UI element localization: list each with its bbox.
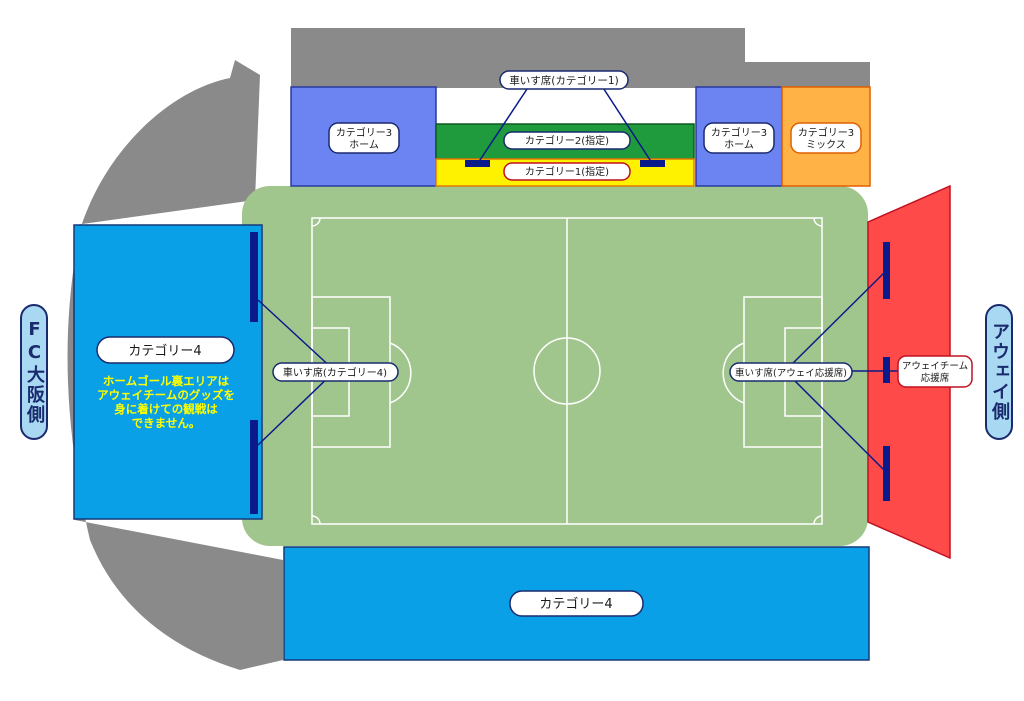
- main-stand-roof: [291, 28, 870, 88]
- cat3-mix-line1: カテゴリー3: [798, 126, 854, 139]
- away-goods-notice: ホームゴール裏エリアは アウェイチームのグッズを 身に着けての観戦は できません…: [97, 374, 235, 430]
- cat2-label: カテゴリー2(指定): [525, 134, 609, 147]
- label-pill: [272, 362, 399, 382]
- label-pill: [897, 355, 973, 388]
- wheelchair-mark: [883, 357, 890, 383]
- label-pill: [328, 122, 400, 154]
- cat3-home-left-line1: カテゴリー3: [336, 126, 392, 139]
- notice-line-4: できません。: [132, 416, 201, 430]
- wheelchair-mark: [465, 160, 490, 167]
- wheelchair-away-label: 車いす席(アウェイ応援席): [735, 367, 847, 379]
- cat3-mix-line2: ミックス: [806, 139, 846, 151]
- notice-line-1: ホームゴール裏エリアは: [103, 374, 230, 388]
- label-pill: [503, 162, 631, 181]
- notice-line-2: アウェイチームのグッズを: [97, 388, 235, 402]
- label-pill: [703, 122, 775, 154]
- label-pill: [509, 590, 644, 617]
- cat3-home-left-line2: ホーム: [349, 139, 379, 151]
- away-support-line1: アウェイチーム: [902, 361, 968, 372]
- cat1-label: カテゴリー1(指定): [525, 165, 609, 178]
- cat3-home-right-line1: カテゴリー3: [711, 126, 767, 139]
- leader-lines: [257, 79, 898, 474]
- side-tag-away-text: アウェイ側: [989, 322, 1010, 422]
- section-cat4-left[interactable]: [73, 224, 263, 520]
- cat4-left-label: カテゴリー4: [128, 343, 201, 359]
- label-pill: [96, 336, 235, 364]
- wheelchair-mark: [640, 160, 665, 167]
- wheelchair-mark: [250, 232, 258, 322]
- label-pill: [503, 131, 631, 150]
- away-support-line2: 応援席: [921, 372, 950, 384]
- label-pill: [790, 122, 862, 154]
- label-pill: [729, 362, 853, 382]
- pitch: [242, 186, 868, 546]
- cat4-bottom-label: カテゴリー4: [539, 596, 612, 612]
- wheelchair-cat1-label: 車いす席(カテゴリー1): [509, 74, 618, 87]
- label-pill: [499, 70, 629, 90]
- cat3-home-right-line2: ホーム: [724, 139, 754, 151]
- side-tag-fc-osaka-text: FC大阪側: [24, 319, 45, 425]
- wheelchair-mark: [250, 420, 258, 514]
- notice-line-3: 身に着けての観戦は: [114, 402, 218, 416]
- side-tag-away: アウェイ側: [985, 304, 1013, 440]
- side-tag-fc-osaka: FC大阪側: [20, 304, 48, 440]
- curved-stand-left: [67, 60, 284, 670]
- wheelchair-cat4-label: 車いす席(カテゴリー4): [283, 366, 387, 379]
